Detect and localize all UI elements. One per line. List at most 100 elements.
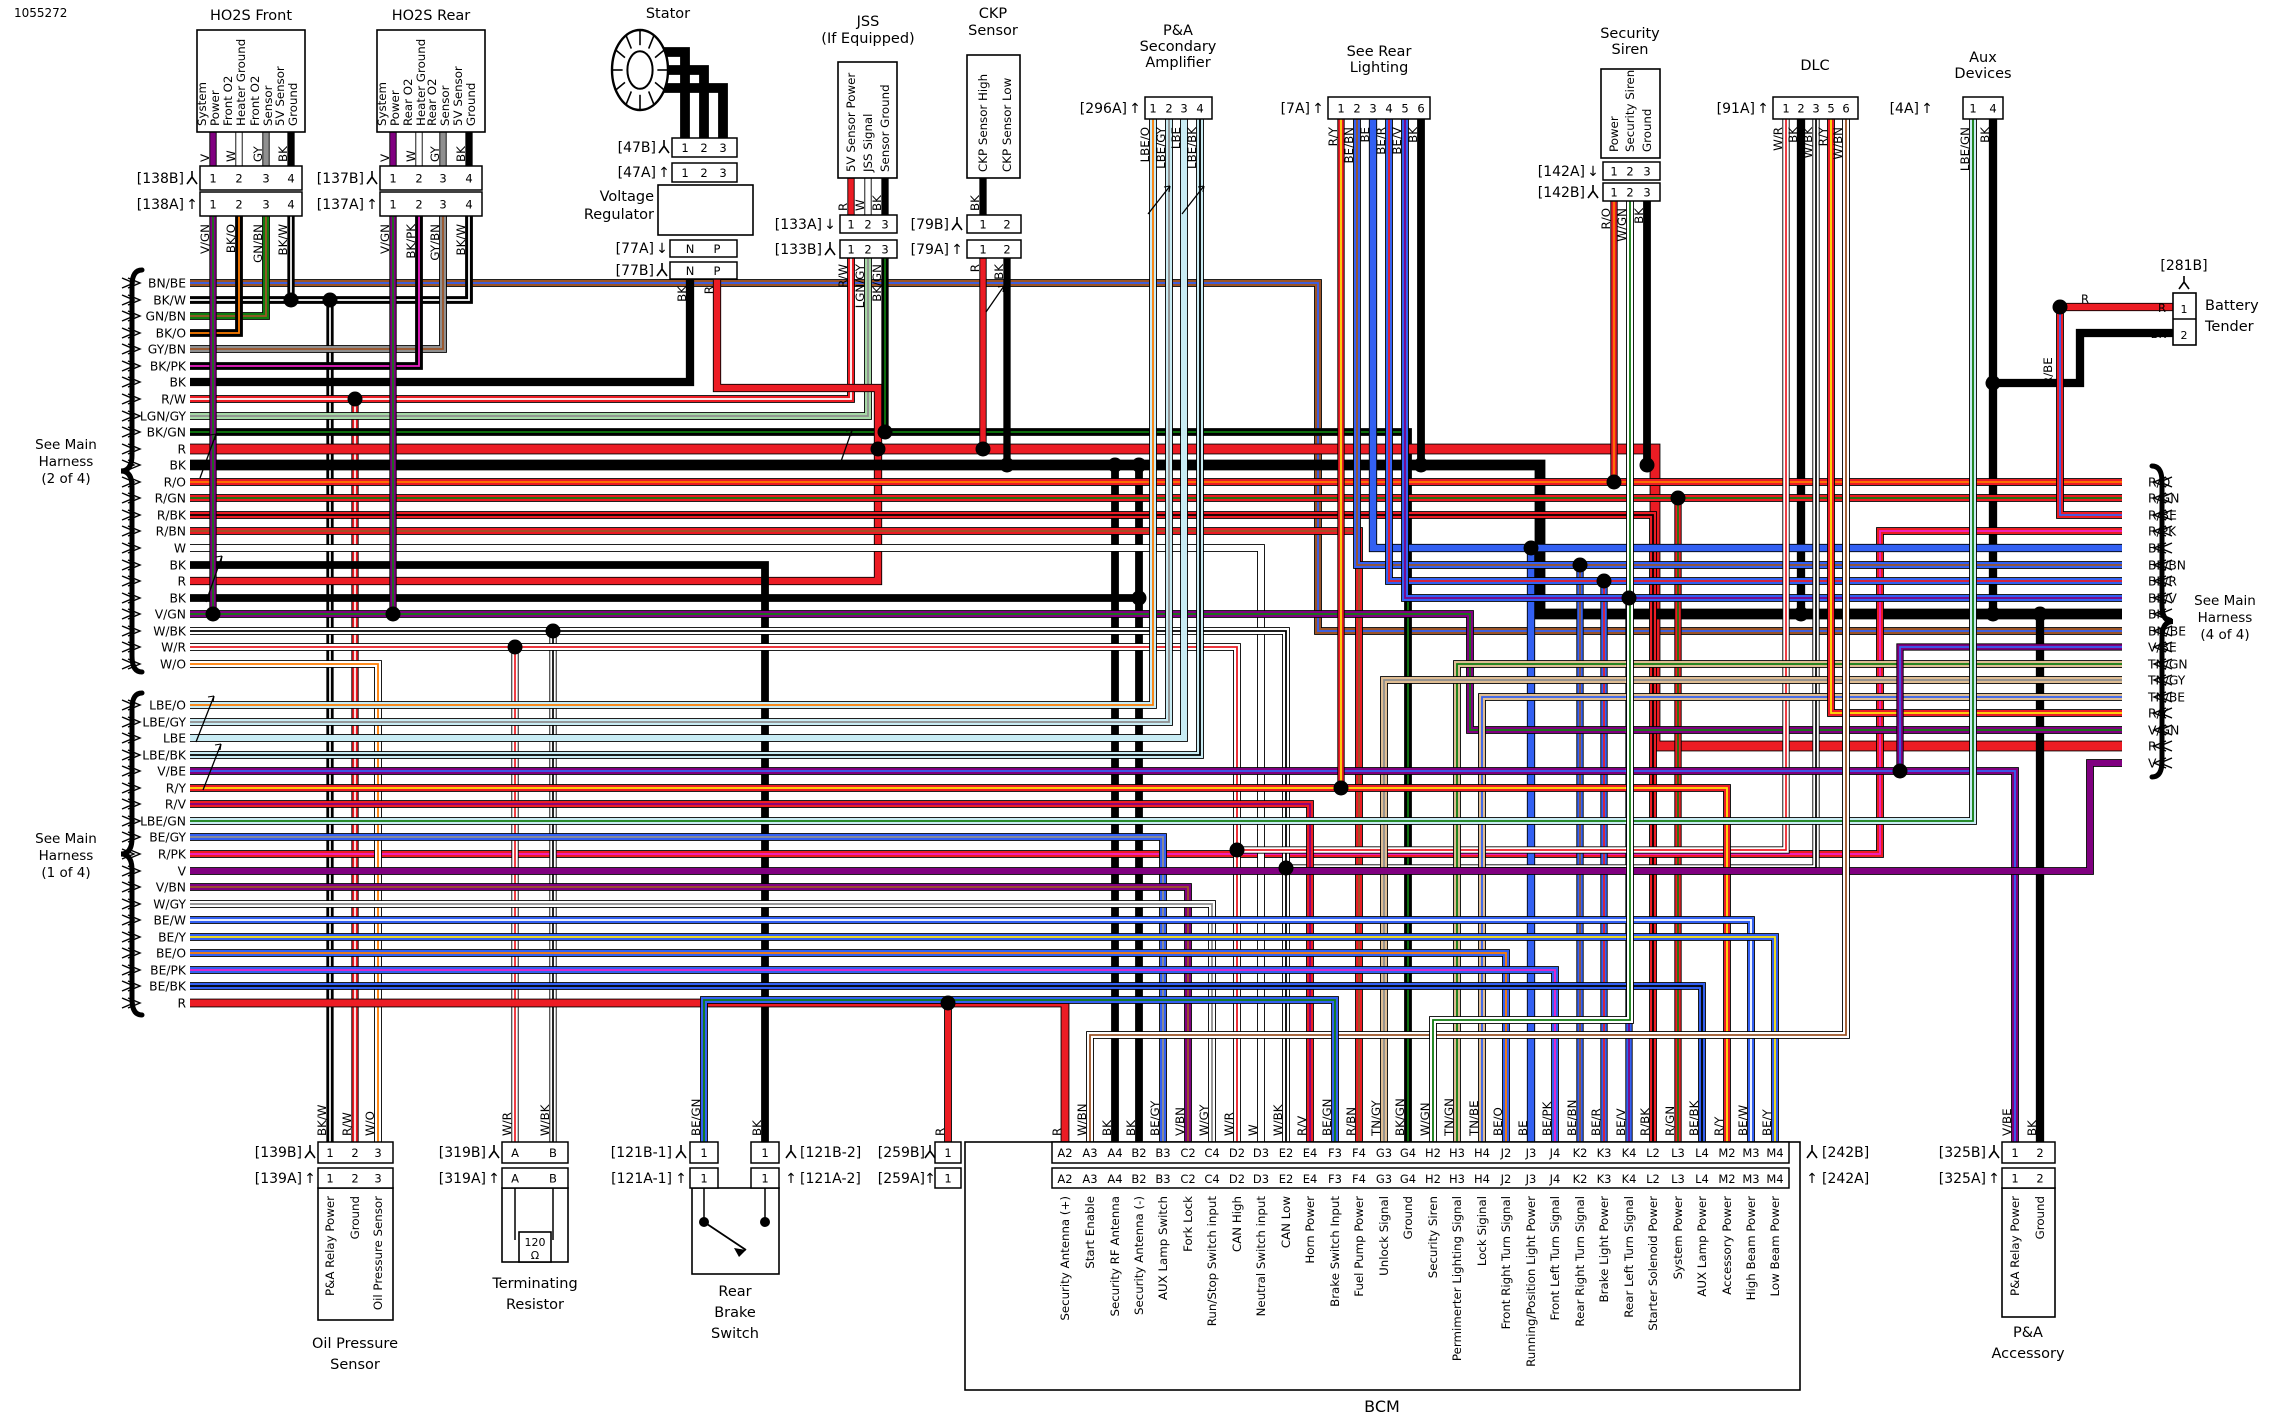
wire-stator-2 — [662, 66, 708, 138]
stator-icon-spoke — [654, 81, 665, 91]
connector-325A-pin-2: 2 — [2036, 1171, 2043, 1185]
see-main-harness-1of4-row-LBE: LBE — [163, 731, 186, 745]
wire-bebk-row-stripe — [190, 985, 1703, 1142]
vertical-label: BK — [276, 146, 290, 162]
bcm-wire-M4: BE/Y — [1760, 1108, 1774, 1136]
connector-138A-pin-4: 4 — [287, 197, 294, 211]
harness-break-icon — [2152, 575, 2173, 587]
connector-79A-pin-2: 2 — [1003, 242, 1010, 256]
bcm-pin-J2-242B: J2 — [1500, 1146, 1512, 1160]
wire-wr-row-stripe — [190, 646, 1238, 1142]
bcm-func-F3: Brake Switch Input — [1328, 1196, 1342, 1307]
connector-fork-symbol — [2178, 276, 2190, 290]
crossing-slash-arrow — [207, 695, 215, 703]
bcm-pin-G4-242B: G4 — [1400, 1146, 1416, 1160]
see-main-harness-4of4-row-BNBE: BN/BE — [2148, 624, 2186, 638]
connector-fork-symbol — [1806, 1145, 1818, 1159]
connector-121A-1-pin-1: 1 — [700, 1171, 707, 1185]
bcm-func-M4: Low Beam Power — [1768, 1196, 1782, 1297]
title-secondary: Secondary — [1140, 39, 1217, 55]
bcm-wire-K3: BE/R — [1589, 1108, 1603, 1136]
see-main-harness-4of4-row-BER: BE/R — [2148, 574, 2177, 588]
connector-label-79B: [79B] — [911, 217, 949, 233]
vertical-label: Heater Ground — [414, 39, 428, 126]
harness-break-icon — [2152, 542, 2173, 554]
vertical-label: BE — [1358, 127, 1372, 143]
connector-fork-symbol — [186, 171, 198, 185]
wire-ry-row-outline — [190, 784, 1731, 1142]
stator-icon-spoke — [625, 35, 633, 49]
harness-break-icon — [2152, 559, 2173, 571]
bcm-wire-A4: BK — [1100, 1120, 1114, 1136]
wire-stator-1 — [662, 48, 689, 138]
crossing-slash-arrow — [209, 433, 217, 441]
vertical-label: BK/W — [315, 1104, 329, 1136]
bcm-wire-L4: BE/BK — [1687, 1100, 1701, 1136]
connector-label-325B: [325B] — [1939, 1145, 1986, 1161]
connector-138A-pin-3: 3 — [262, 197, 269, 211]
bcm-pin-K3-242A: K3 — [1597, 1172, 1612, 1186]
connector-fork-symbol — [675, 1145, 687, 1159]
bcm-func-H3: Permimerter Lighting Signal — [1450, 1196, 1464, 1361]
title-voltage: Voltage — [600, 189, 654, 205]
harness-break-icon — [2152, 691, 2173, 703]
junction-dot — [1985, 375, 2001, 391]
harness-break-icon — [2152, 674, 2173, 686]
see-main-harness-2of4-row-W: W — [174, 541, 186, 555]
connector-319A-pin-B: B — [549, 1171, 557, 1185]
bcm-pin-G3-242A: G3 — [1376, 1172, 1392, 1186]
vertical-label: BE/V — [1390, 127, 1404, 155]
bcm-wire-M2: R/Y — [1712, 1116, 1726, 1136]
harness-break-icon — [2152, 757, 2173, 769]
bcm-pin-L2-242B: L2 — [1646, 1146, 1660, 1160]
harness-break-icon — [2152, 592, 2173, 604]
title-2: 2 — [2181, 329, 2188, 342]
connector-133A — [839, 214, 898, 234]
junction-dot — [545, 623, 561, 639]
connector-142A-pin-3: 3 — [1643, 164, 1650, 178]
harness-break-icon — [2152, 740, 2173, 752]
bcm-pin-H2-242A: H2 — [1425, 1172, 1441, 1186]
bcm-wire-H2: W/GN — [1418, 1102, 1432, 1136]
wire-vbe-row-stripe — [190, 770, 2016, 1142]
harness-break-icon — [121, 898, 142, 910]
vertical-label: BK — [2025, 1120, 2039, 1136]
bcm-pin-M3-242B: M3 — [1742, 1146, 1759, 1160]
title--: Ω — [531, 1249, 539, 1262]
connector-arrow: ↑ — [1988, 1171, 2000, 1187]
harness-break-icon — [121, 525, 142, 537]
vertical-label: W/GN — [1615, 208, 1629, 242]
bcm-pin-F3-242A: F3 — [1328, 1172, 1342, 1186]
junction-dot — [283, 292, 299, 308]
harness-break-icon — [121, 426, 142, 438]
wire-w-row — [190, 545, 1264, 1142]
bcm-func-B3: AUX Lamp Switch — [1156, 1196, 1170, 1300]
connector-133B-pin-3: 3 — [881, 242, 888, 256]
vertical-label: BK — [968, 195, 982, 211]
connector-121B-1 — [689, 1141, 719, 1164]
ho2s-front-header — [196, 29, 306, 133]
junction-dot — [205, 606, 221, 622]
bcm-pin-F4-242B: F4 — [1352, 1146, 1366, 1160]
harness-break-icon — [121, 964, 142, 976]
connector-label-137B: [137B] — [317, 171, 364, 187]
harness-break-icon — [121, 592, 142, 604]
see-main-harness-4of4-label: Harness — [2198, 610, 2253, 626]
bcm-pin-G3-242B: G3 — [1376, 1146, 1392, 1160]
bcm-func-A3: Start Enable — [1083, 1196, 1097, 1269]
harness-break-icon — [121, 509, 142, 521]
connector-137B — [379, 165, 483, 191]
connector-138B-pin-4: 4 — [287, 171, 294, 185]
bcm-pin-H3-242B: H3 — [1449, 1146, 1465, 1160]
see-main-harness-1of4-row-VBE: V/BE — [157, 764, 186, 778]
connector-47A-pin-2: 2 — [700, 166, 707, 180]
connector-296A-pin-4: 4 — [1196, 101, 1203, 115]
connector-label-242A: [242A] — [1822, 1171, 1869, 1187]
harness-brace — [2149, 463, 2174, 780]
connector-142B-pin-3: 3 — [1643, 185, 1650, 199]
wire-rpk-row-stripe — [190, 530, 2122, 855]
connector-259B — [934, 1141, 962, 1164]
harness-break-icon — [2152, 509, 2173, 521]
harness-break-icon — [121, 848, 142, 860]
